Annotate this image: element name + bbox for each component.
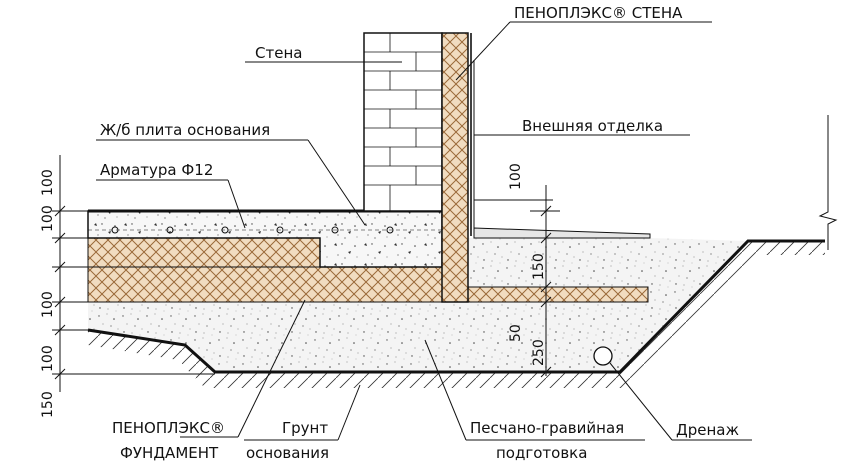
foundation-insulation bbox=[87, 266, 467, 303]
dim-left-1: 100 bbox=[40, 169, 56, 196]
label-soil-line2: основания bbox=[246, 444, 329, 462]
label-wall: Стена bbox=[255, 44, 302, 62]
dim-left-5: 150 bbox=[40, 391, 56, 418]
label-foundation-line1: ПЕНОПЛЭКС® bbox=[112, 419, 225, 437]
leader-base-slab bbox=[307, 139, 366, 226]
leader-drainage bbox=[609, 362, 673, 441]
dim-right-150: 150 bbox=[531, 253, 547, 280]
label-foundation-line2: ФУНДАМЕНТ bbox=[120, 444, 219, 462]
leader-soil bbox=[337, 384, 361, 441]
dim-left-2: 100 bbox=[40, 205, 56, 232]
dim-left-3: 100 bbox=[40, 291, 56, 318]
label-drainage: Дренаж bbox=[676, 421, 739, 439]
label-base-slab: Ж/б плита основания bbox=[100, 121, 270, 139]
leader-wall-insulation bbox=[455, 21, 511, 81]
foundation-insulation-step bbox=[87, 237, 321, 268]
wall-insulation bbox=[441, 32, 469, 303]
dim-left-4: 100 bbox=[40, 345, 56, 372]
dim-right-250: 250 bbox=[531, 339, 547, 366]
sand-gravel-bedding bbox=[88, 238, 748, 372]
dim-right-50: 50 bbox=[508, 324, 524, 342]
rebar-row bbox=[88, 226, 442, 234]
right-dimension-chain bbox=[474, 185, 560, 378]
drainage-pipe bbox=[593, 346, 613, 366]
leader-bedding bbox=[424, 339, 467, 441]
label-soil-line1: Грунт bbox=[282, 419, 328, 437]
left-dimension-chain bbox=[52, 155, 215, 392]
break-symbol bbox=[818, 115, 838, 250]
brick-wall bbox=[363, 32, 443, 212]
leader-rebar bbox=[227, 179, 246, 229]
label-wall-insulation: ПЕНОПЛЭКС® СТЕНА bbox=[514, 4, 683, 22]
label-bedding-line1: Песчано-гравийная bbox=[470, 419, 624, 437]
label-rebar: Арматура Ф12 bbox=[100, 161, 213, 179]
label-bedding-line2: подготовка bbox=[496, 444, 587, 462]
label-exterior-finish: Внешняя отделка bbox=[522, 117, 663, 135]
leader-foundation bbox=[237, 299, 306, 438]
blind-area bbox=[473, 227, 651, 239]
dim-right-100: 100 bbox=[508, 163, 524, 190]
outer-insulation-strip bbox=[467, 286, 649, 303]
